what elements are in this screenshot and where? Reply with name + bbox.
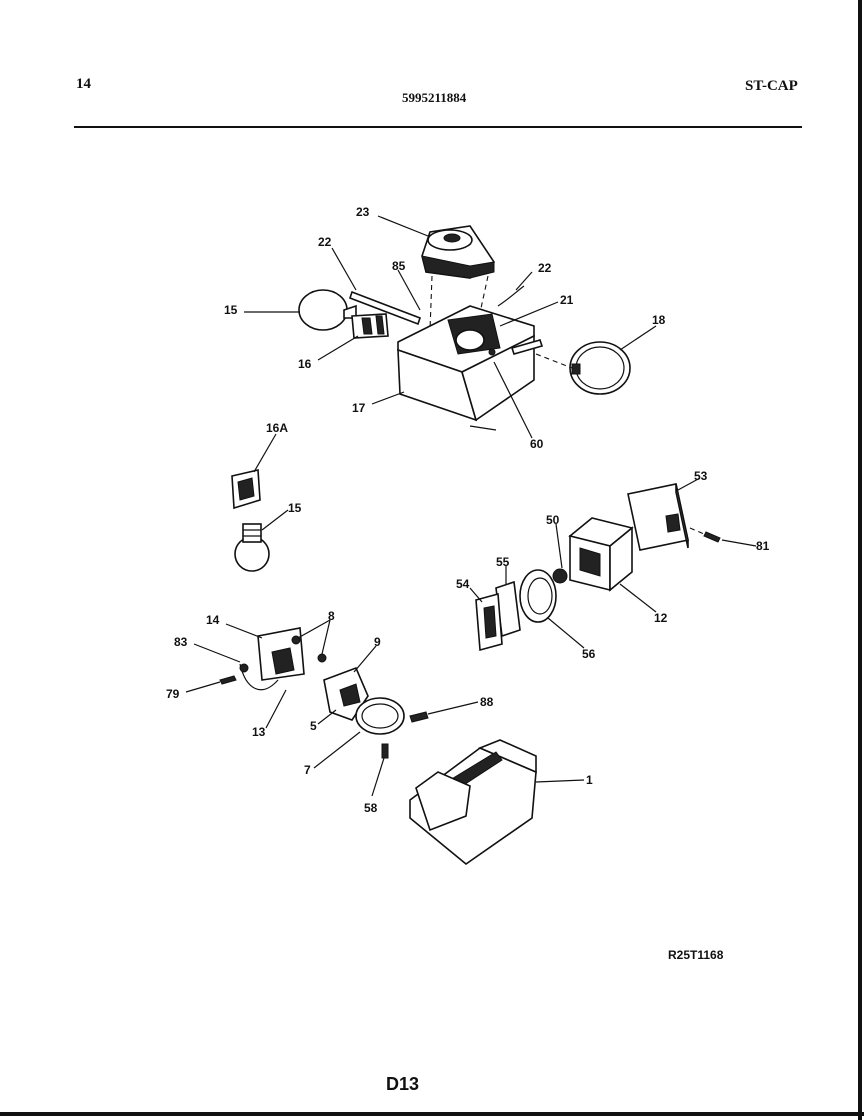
callout-1: 1 [586, 773, 593, 787]
part-screw-60 [488, 339, 544, 356]
part-dispenser-1 [409, 739, 537, 866]
scan-edge-right [858, 0, 862, 1120]
callout-83: 83 [174, 635, 188, 649]
part-wire-83 [239, 663, 279, 691]
callout-18: 18 [652, 313, 666, 327]
part-bracket-54 [475, 592, 503, 652]
callout-55: 55 [496, 555, 510, 569]
callout-50: 50 [546, 513, 560, 527]
part-motor [421, 225, 496, 279]
part-rod-right [497, 285, 525, 307]
callout-15-lower: 15 [288, 501, 302, 515]
part-housing-box [397, 305, 535, 431]
page-number: 14 [76, 76, 91, 92]
header-rule [74, 126, 802, 128]
part-knob-50 [552, 568, 568, 584]
callout-12: 12 [654, 611, 668, 625]
callout-85: 85 [392, 259, 406, 273]
callout-79: 79 [166, 687, 180, 701]
callout-81: 81 [756, 539, 770, 553]
callout-60: 60 [530, 437, 544, 451]
part-cover-53 [627, 483, 689, 551]
page-label: D13 [386, 1074, 420, 1094]
drawing-reference: R25T1168 [668, 948, 724, 962]
callout-21: 21 [560, 293, 574, 307]
part-screw-58 [381, 743, 389, 759]
part-lens-cover [569, 341, 631, 395]
part-bulb-top [298, 289, 357, 331]
callout-14: 14 [206, 613, 220, 627]
callout-5: 5 [310, 719, 317, 733]
part-socket-top [351, 313, 389, 339]
callout-22-right: 22 [538, 261, 552, 275]
callout-56: 56 [582, 647, 596, 661]
callout-54: 54 [456, 577, 470, 591]
callout-22-left: 22 [318, 235, 332, 249]
callout-9: 9 [374, 635, 381, 649]
part-ring-7 [355, 697, 405, 735]
callout-17: 17 [352, 401, 366, 415]
part-housing-12 [568, 517, 634, 592]
callout-16a: 16A [266, 421, 288, 435]
part-screw-79 [219, 675, 237, 685]
part-number: 5995211884 [402, 90, 467, 105]
part-bulb-lower [234, 523, 270, 572]
callout-16: 16 [298, 357, 312, 371]
part-dial-56 [519, 569, 557, 623]
section-code: ST-CAP [745, 78, 798, 94]
scan-edge-bottom [0, 1112, 864, 1116]
callout-53: 53 [694, 469, 708, 483]
callout-88: 88 [480, 695, 494, 709]
callout-13: 13 [252, 725, 266, 739]
part-rod-left [348, 290, 422, 326]
callout-23: 23 [356, 205, 370, 219]
callout-58: 58 [364, 801, 378, 815]
callout-15-top: 15 [224, 303, 238, 317]
part-screw-81 [703, 531, 721, 543]
part-socket-16a [231, 469, 261, 510]
part-screw-88 [409, 711, 429, 723]
callout-7: 7 [304, 763, 311, 777]
callout-8: 8 [328, 609, 335, 623]
